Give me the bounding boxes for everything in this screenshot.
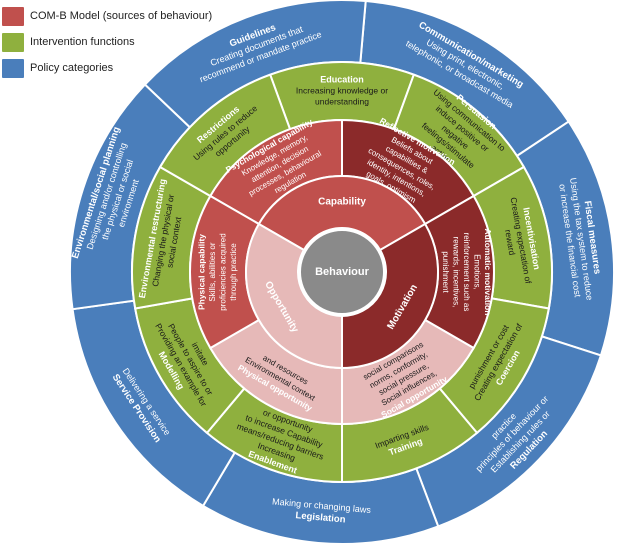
legend-item-policy: Policy categories	[2, 56, 212, 80]
intervention-label-desc-line: Increasing knowledge or	[296, 85, 388, 95]
legend-swatch-policy	[2, 58, 24, 78]
comb-sub-label-desc-line: reinforcement such as	[462, 233, 471, 312]
comb-main-segment	[257, 175, 427, 252]
legend-label: COM-B Model (sources of behaviour)	[30, 10, 213, 22]
behaviour-core	[299, 229, 385, 315]
intervention-label-title: Education	[320, 74, 364, 84]
comb-sub-label-desc-line: Emotions,	[472, 254, 481, 290]
comb-sub-label-desc-line: through practice	[229, 243, 238, 301]
intervention-label-desc-line: reward	[503, 229, 517, 257]
legend-label: Intervention functions	[30, 36, 135, 48]
comb-sub-label-title: Automatic motivation	[483, 229, 493, 316]
comb-sub-label-desc-line: Skills, abilities or	[208, 242, 217, 301]
behaviour-core-label: Behaviour	[315, 266, 370, 278]
comb-main-segment	[245, 222, 343, 370]
legend-swatch-intervention	[2, 32, 24, 52]
intervention-label-desc-line: understanding	[315, 96, 369, 106]
comb-main-label: Capability	[318, 197, 366, 208]
comb-sub-label-desc-line: rewards, incentives,	[451, 237, 460, 308]
legend-swatch-comb	[2, 6, 24, 26]
legend: COM-B Model (sources of behaviour) Inter…	[2, 4, 212, 82]
policy-label-title: Legislation	[295, 510, 346, 525]
comb-main-segment	[341, 222, 439, 370]
legend-item-intervention: Intervention functions	[2, 30, 212, 54]
comb-sub-label-desc-line: proficiencies acquired	[218, 233, 227, 310]
comb-sub-label-title: Physical capability	[197, 234, 207, 310]
comb-sub-label-desc-line: punishment	[441, 251, 450, 293]
legend-item-comb: COM-B Model (sources of behaviour)	[2, 4, 212, 28]
legend-label: Policy categories	[30, 62, 114, 74]
